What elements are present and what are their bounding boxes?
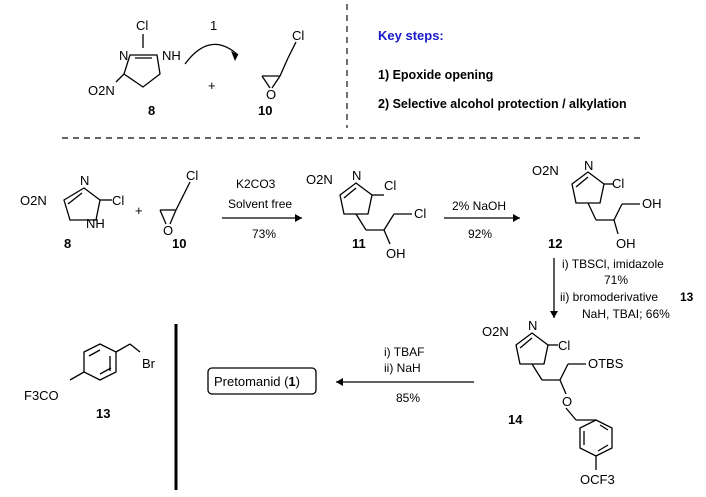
top-arrow-label: 1	[210, 18, 217, 33]
arrowhead-step1	[295, 214, 302, 222]
compound-8-number: 8	[64, 236, 71, 251]
top-curved-arrowhead	[231, 51, 238, 61]
compound-13-number: 13	[96, 406, 110, 421]
compound-14-structure	[515, 332, 613, 470]
step3-line2: 71%	[604, 273, 628, 287]
s14-o: O	[562, 394, 572, 409]
step1-conditions: Solvent free	[228, 197, 292, 211]
pretomanid-label: Pretomanid (1)	[214, 374, 300, 389]
arrowhead-step3	[550, 311, 558, 318]
compound-10-number: 10	[172, 236, 186, 251]
top-epoxide-cl: Cl	[292, 28, 304, 43]
pretomanid-box: Pretomanid (1)	[207, 367, 317, 395]
step3-line4: NaH, TBAI; 66%	[582, 307, 670, 321]
compound-12-structure	[571, 171, 640, 235]
top-compound-8-number: 8	[148, 103, 155, 118]
step1-yield: 73%	[252, 227, 276, 241]
step3-line3: ii) bromoderivative	[560, 290, 658, 304]
compound-12-number: 12	[548, 236, 562, 251]
s10-cl: Cl	[186, 168, 198, 183]
step2-reagent: 2% NaOH	[452, 199, 506, 213]
s11-oh: OH	[386, 246, 406, 261]
step3-line1: i) TBSCl, imidazole	[562, 257, 664, 271]
step4-line1: i) TBAF	[384, 345, 424, 359]
top-n-label: N	[119, 48, 128, 63]
s10-o: O	[163, 223, 173, 238]
arrowhead-step4	[336, 378, 343, 386]
key-steps-title: Key steps:	[378, 28, 444, 43]
s12-oh1: OH	[642, 196, 662, 211]
s8-no2: O2N	[20, 193, 47, 208]
key-step-1: 1) Epoxide opening	[378, 68, 493, 82]
compound-10-structure	[159, 181, 191, 225]
step4-yield: 85%	[396, 391, 420, 405]
step2-yield: 92%	[468, 227, 492, 241]
s12-cl: Cl	[612, 176, 624, 191]
step4-line2: ii) NaH	[384, 361, 421, 375]
s14-ocf3: OCF3	[580, 472, 615, 487]
s8-n: N	[80, 173, 89, 188]
key-step-2: 2) Selective alcohol protection / alkyla…	[378, 97, 627, 111]
s11-n: N	[352, 168, 361, 183]
s12-n: N	[584, 158, 593, 173]
s11-cl2: Cl	[414, 206, 426, 221]
s14-no2: O2N	[482, 324, 509, 339]
s11-no2: O2N	[306, 172, 333, 187]
step1-reagent: K2CO3	[236, 177, 276, 191]
top-cl-label: Cl	[136, 18, 148, 33]
top-epoxide-o: O	[266, 87, 276, 102]
top-compound-8-structure	[115, 34, 161, 88]
arrowhead-step2	[513, 214, 520, 222]
top-curved-arrow	[184, 43, 239, 65]
s14-cl: Cl	[558, 338, 570, 353]
s11-cl: Cl	[384, 178, 396, 193]
compound-8-structure	[63, 187, 112, 221]
compound-11-number: 11	[352, 236, 366, 251]
s13-f3co: F3CO	[24, 388, 59, 403]
scheme-plus: +	[135, 203, 143, 218]
top-compound-10-structure	[261, 41, 297, 89]
s8-nh: NH	[86, 216, 105, 231]
top-plus: +	[208, 78, 216, 93]
top-nh-label: NH	[162, 48, 181, 63]
s12-no2: O2N	[532, 163, 559, 178]
s12-oh2: OH	[616, 236, 636, 251]
step3-line3-ref: 13	[680, 290, 694, 304]
compound-14-number: 14	[508, 412, 523, 427]
compound-11-structure	[339, 182, 412, 245]
top-no2-label: O2N	[88, 83, 115, 98]
s8-cl: Cl	[112, 193, 124, 208]
compound-13-structure	[69, 343, 141, 381]
top-compound-10-number: 10	[258, 103, 272, 118]
s14-n: N	[528, 318, 537, 333]
s14-otbs: OTBS	[588, 356, 624, 371]
s13-br: Br	[142, 356, 156, 371]
